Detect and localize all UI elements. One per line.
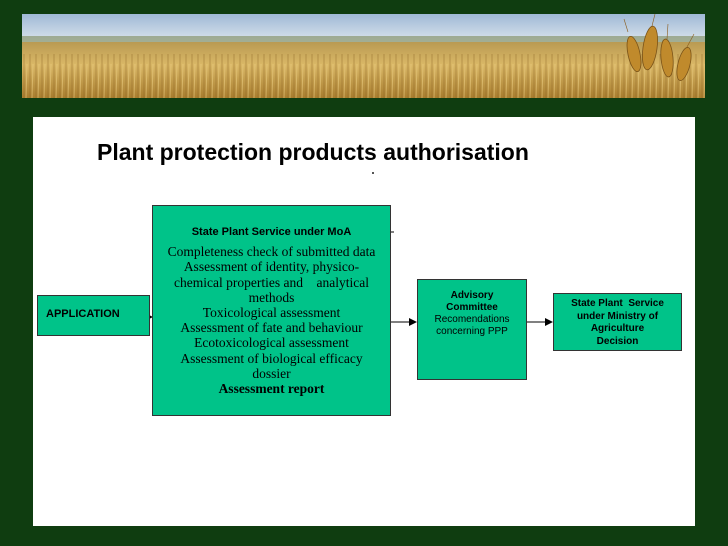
advisory-line: Recomendations xyxy=(434,314,510,325)
assessment-item: methods xyxy=(248,289,295,305)
decision-line: State Plant Service xyxy=(571,298,664,309)
decision-line: Agriculture xyxy=(590,323,645,334)
advisory-committee-box: Advisory Committee Recomendations concer… xyxy=(417,279,527,380)
decision-line: under Ministry of xyxy=(576,310,659,322)
assessment-item: Assessment of fate and behaviour xyxy=(180,320,363,336)
application-box: APPLICATION xyxy=(37,295,150,336)
committee-heading: Committee xyxy=(446,302,498,313)
assessment-item: Completeness check of submitted data xyxy=(167,244,376,260)
decision-box: State Plant Service under Ministry of Ag… xyxy=(553,293,682,351)
stray-dot xyxy=(372,172,374,174)
assessment-item: dossier xyxy=(252,365,291,381)
decision-line: Decision xyxy=(596,335,639,347)
assessment-box: State Plant Service under MoA Completene… xyxy=(152,205,391,416)
slide-title: Plant protection products authorisation xyxy=(97,139,529,165)
assessment-report: Assessment report xyxy=(218,381,325,397)
advisory-line: concerning PPP xyxy=(436,326,508,337)
assessment-item: Assessment of biological efficacy xyxy=(180,350,363,366)
advisory-heading: Advisory xyxy=(450,290,494,301)
assessment-item: chemical properties and analytical xyxy=(174,274,369,290)
assessment-item: Ecotoxicological assessment xyxy=(194,335,349,351)
application-label: APPLICATION xyxy=(46,308,120,320)
assessment-heading: State Plant Service under MoA xyxy=(191,226,352,238)
assessment-item: Assessment of identity, physico- xyxy=(183,259,360,275)
assessment-item: Toxicological assessment xyxy=(202,305,341,321)
wheat-field-banner xyxy=(22,14,705,98)
